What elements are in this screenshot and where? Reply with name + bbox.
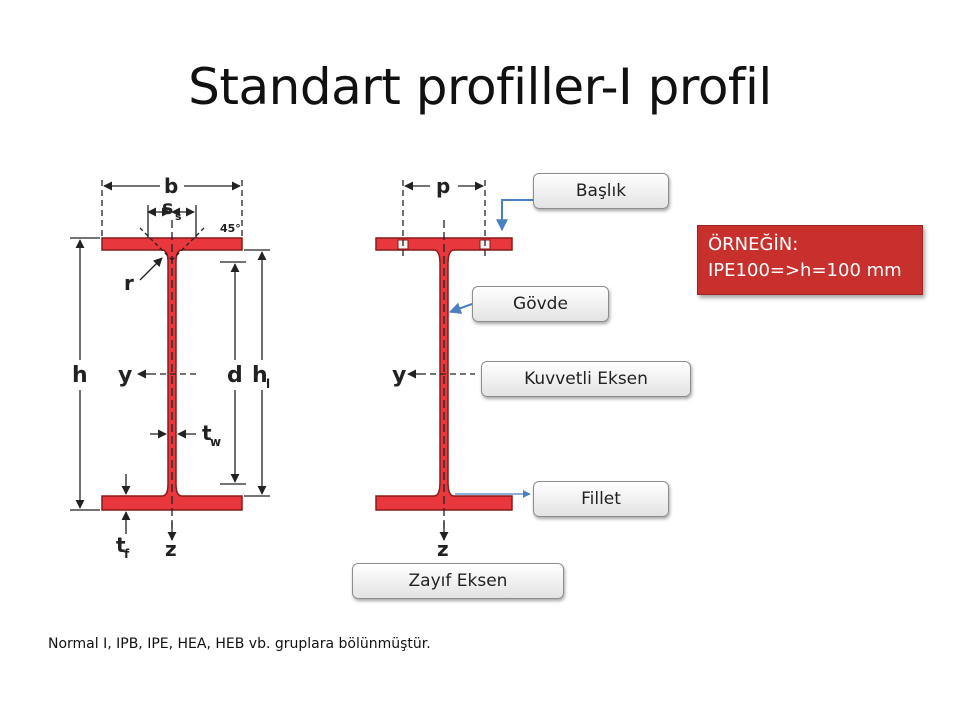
label-angle: 45° [220,222,241,235]
label-h1-sub: l [266,377,270,391]
label-s: s [162,197,173,219]
label-tf: t [116,533,126,557]
right-dimension-lines [402,180,486,541]
callout-zayif-eksen-label: Zayıf Eksen [408,571,508,591]
label-y-right: y [392,363,406,388]
callout-zayif-eksen: Zayıf Eksen [352,563,564,599]
callout-govde: Gövde [472,286,609,322]
example-line-2: IPE100=>h=100 mm [708,260,902,281]
left-labels: b s s 45° r h y d h l t w t f z [72,174,270,561]
label-tf-sub: f [124,547,130,561]
example-box: ÖRNEĞİN: IPE100=>h=100 mm [697,225,923,295]
connector-govde [448,302,473,314]
example-line-1: ÖRNEĞİN: [708,234,799,255]
callout-baslik-label: Başlık [575,181,627,201]
label-y: y [118,363,132,388]
label-tw: t [202,421,212,445]
label-s-sub: s [175,210,182,223]
label-z: z [165,537,177,561]
connector-baslik [496,199,533,232]
callout-govde-label: Gövde [513,294,568,314]
callout-fillet: Fillet [533,481,669,517]
callout-connectors [448,199,533,498]
label-tw-sub: w [210,435,221,449]
right-labels: p y z [392,174,450,561]
page-title: Standart profiller-I profil [188,58,772,116]
callout-kuvvetli-eksen-label: Kuvvetli Eksen [524,369,648,389]
label-h: h [72,363,88,388]
label-b: b [164,174,178,198]
callout-fillet-label: Fillet [581,489,621,509]
label-p: p [436,174,450,198]
label-r: r [124,271,134,295]
footer-note: Normal I, IPB, IPE, HEA, HEB vb. gruplar… [48,636,431,652]
left-dimension-lines [70,180,270,541]
label-d: d [227,363,243,388]
callout-kuvvetli-eksen: Kuvvetli Eksen [481,361,691,397]
callout-baslik: Başlık [533,173,669,209]
label-h1: h [252,363,268,388]
label-z-right: z [437,537,449,561]
